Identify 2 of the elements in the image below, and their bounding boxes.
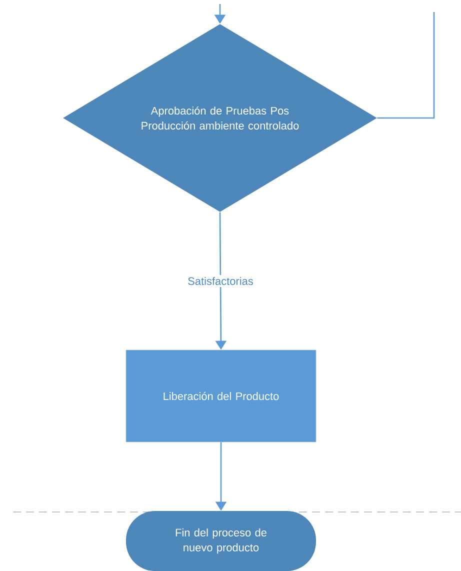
- edge-label: Satisfactorias: [186, 274, 256, 288]
- process-box: Liberación del Producto: [126, 350, 316, 442]
